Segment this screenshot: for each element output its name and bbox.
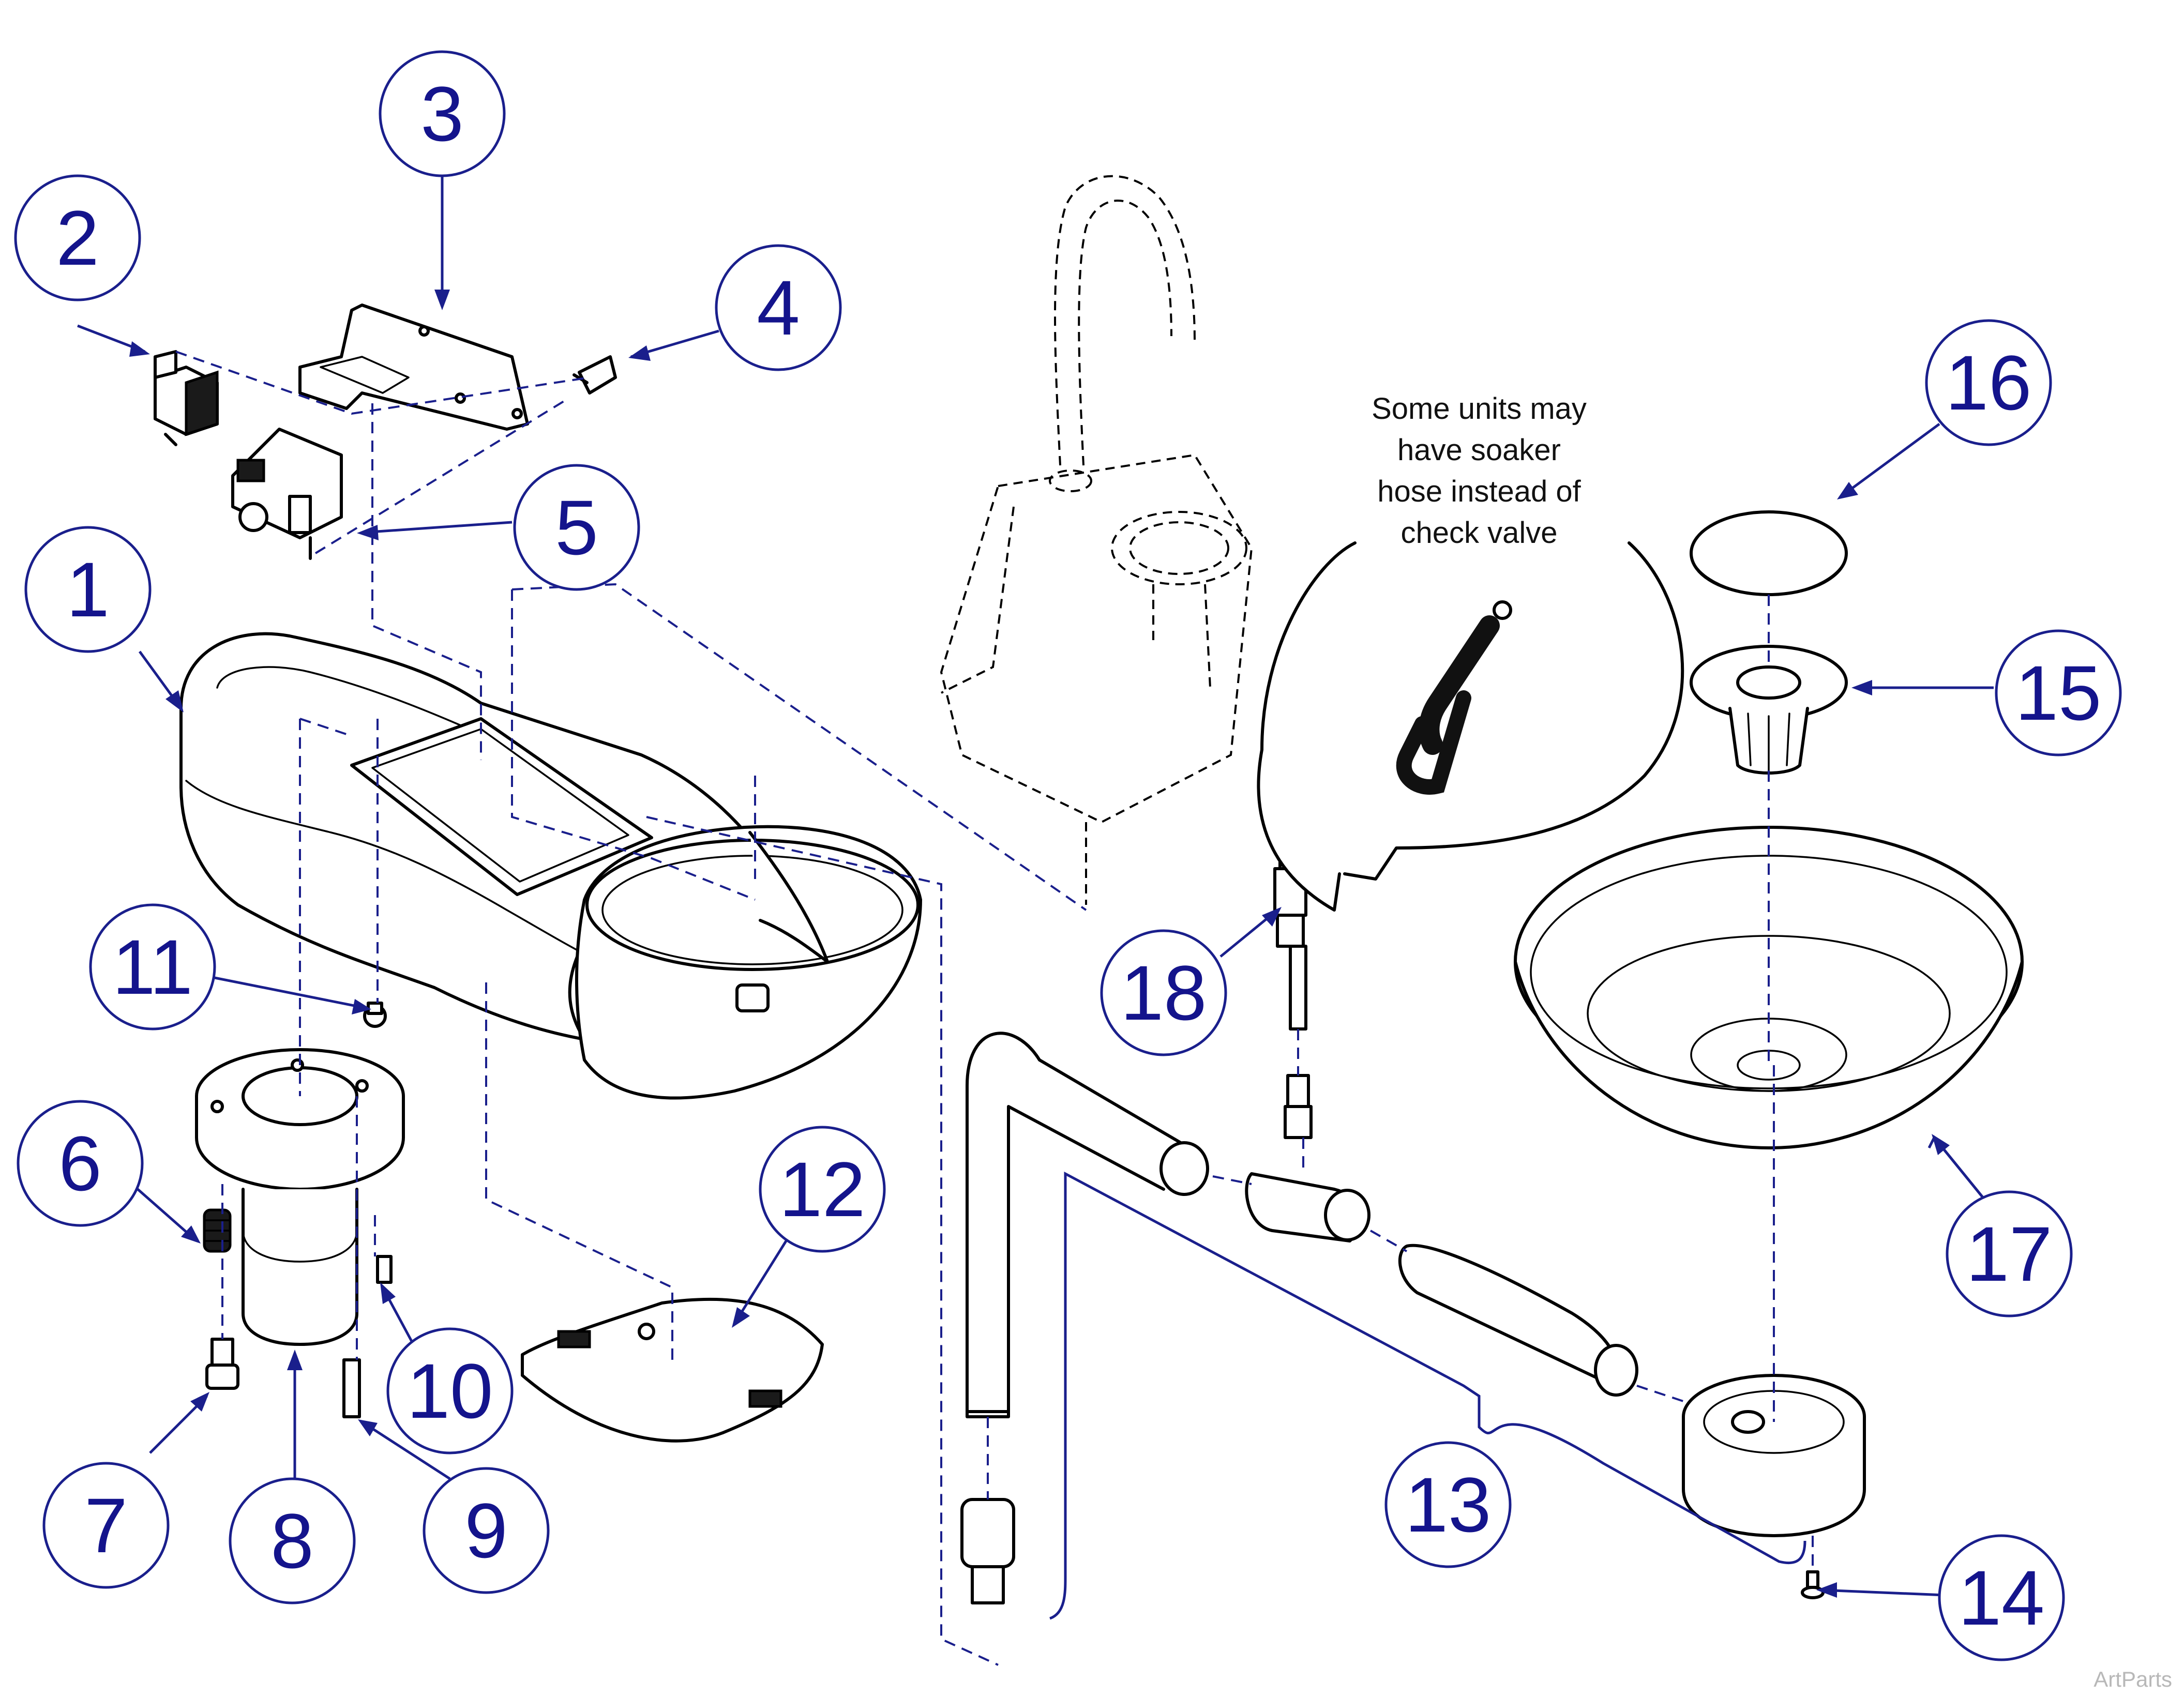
callout-16-label: 16 (1946, 339, 2032, 426)
callout-13: 13 (1384, 1441, 1512, 1568)
callout-16: 16 (1925, 319, 2052, 446)
callout-2-label: 2 (56, 194, 99, 281)
mounting-bracket (298, 304, 529, 431)
soaker-hose-note-balloon: Some units may have soaker hose instead … (1257, 392, 1684, 912)
basket-strainer (1690, 645, 1848, 775)
callout-5: 5 (513, 464, 640, 591)
callout-5-label: 5 (555, 484, 598, 571)
cuspidor-arm-body (179, 632, 922, 1100)
callout-14: 14 (1938, 1534, 2065, 1661)
callout-3-label: 3 (420, 70, 463, 157)
callout-2: 2 (14, 174, 141, 301)
callout-11: 11 (89, 903, 216, 1031)
note-line-4: check valve (1400, 516, 1557, 550)
callout-1-label: 1 (66, 546, 109, 633)
callout-14-label: 14 (1959, 1554, 2045, 1641)
callout-4-label: 4 (757, 264, 800, 351)
callout-12: 12 (759, 1126, 886, 1253)
callout-18-label: 18 (1121, 949, 1207, 1036)
callout-6: 6 (17, 1100, 144, 1227)
callout-10-label: 10 (407, 1347, 493, 1434)
callout-15-label: 15 (2015, 649, 2102, 736)
screw-part-4 (573, 355, 617, 395)
cover-plate (521, 1297, 824, 1443)
callout-6-label: 6 (58, 1120, 101, 1207)
callout-3: 3 (379, 50, 506, 177)
callout-9-label: 9 (464, 1487, 507, 1574)
drain-hose-assembly (960, 1032, 1638, 1604)
pin-part-9 (342, 1358, 361, 1418)
screw-part-14 (1801, 1570, 1825, 1599)
drain-cup (1682, 1374, 1866, 1537)
callout-9: 9 (423, 1467, 550, 1594)
callout-7: 7 (42, 1462, 170, 1589)
screw-part-7 (205, 1338, 239, 1390)
callout-8-label: 8 (270, 1497, 313, 1584)
note-line-1: Some units may (1372, 392, 1587, 426)
pin-part-10 (376, 1255, 393, 1284)
note-line-3: hose instead of (1377, 475, 1581, 508)
spring-part-6 (203, 1208, 232, 1253)
phantom-cuspidor-housing (940, 175, 1253, 905)
switch-part (154, 350, 219, 446)
callout-13-label: 13 (1405, 1461, 1492, 1548)
callout-8: 8 (229, 1477, 356, 1604)
bowl (1514, 826, 2024, 1149)
callout-17: 17 (1946, 1190, 2073, 1317)
circuit-board (231, 428, 343, 560)
callout-17-label: 17 (1966, 1210, 2053, 1297)
callout-leaders (77, 165, 2007, 1599)
callout-10: 10 (386, 1327, 514, 1454)
assembly-dashed-lines (175, 351, 1814, 1666)
callout-15: 15 (1995, 629, 2122, 756)
callout-11-label: 11 (112, 923, 193, 1010)
callout-7-label: 7 (84, 1482, 127, 1569)
callout-4: 4 (715, 244, 842, 371)
callout-18: 18 (1100, 929, 1227, 1056)
screw-part-11 (363, 1002, 387, 1028)
note-line-2: have soaker (1397, 433, 1561, 467)
artparts-watermark: ArtParts (2093, 1667, 2172, 1691)
hose-leader-lines (1049, 1171, 1806, 1620)
strainer-cap (1690, 510, 1848, 596)
callout-12-label: 12 (779, 1146, 866, 1233)
callout-1: 1 (24, 526, 152, 653)
